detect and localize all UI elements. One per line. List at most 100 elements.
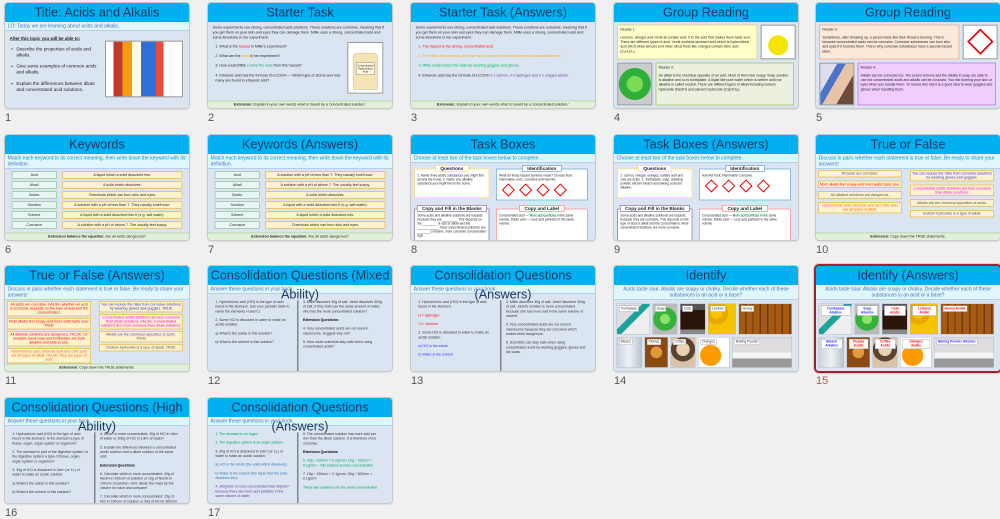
definition-box[interactable]: A solution with a pH of less than 7. The… xyxy=(265,171,386,179)
statement-box[interactable]: Most alkalis feel soapy and most acids t… xyxy=(6,317,91,330)
slide-thumbnail-3[interactable]: Starter Task (Answers)Some experiments u… xyxy=(411,3,595,108)
column-divider xyxy=(500,300,502,371)
slide-subtitle: Match each keyword to its correct meanin… xyxy=(208,153,392,169)
substance-image[interactable]: Bleach xyxy=(616,336,642,368)
substance-image[interactable]: Soap xyxy=(652,303,678,335)
keyword-box[interactable]: Solution xyxy=(214,201,260,209)
statement-box[interactable]: You can reduce the risks from corrosive … xyxy=(98,300,183,313)
substance-image[interactable]: Pickles xyxy=(644,336,668,368)
slide-thumbnail-12[interactable]: Consolidation Questions (Mixed Ability)A… xyxy=(208,266,392,371)
slide-title: Task Boxes (Answers) xyxy=(614,135,798,154)
definition-box[interactable]: A liquid with a solid dissolved into it … xyxy=(62,211,183,219)
keyword-box[interactable]: Acid xyxy=(214,171,260,179)
keyword-box[interactable]: Solute xyxy=(11,191,57,199)
statement-box[interactable]: Sodium hydroxide is a type of alkali. xyxy=(909,209,994,218)
substance-image[interactable]: Pickles Acidic xyxy=(846,336,870,368)
substance-image[interactable]: Lemons Acidic xyxy=(909,303,938,335)
extension-label: Extension: xyxy=(59,365,79,370)
statement-box[interactable]: All acids are corrosive. xyxy=(817,169,902,178)
goggles-gloves-image xyxy=(819,62,855,106)
substance-image[interactable]: Toothpaste Alkaline xyxy=(818,303,852,335)
slide-body: Acid A liquid which a solid dissolves int… xyxy=(5,169,189,240)
statements-left: All acids are corrosive. Most alkalis fee… xyxy=(817,169,902,214)
definition-box[interactable]: A solid which dissolves. xyxy=(62,181,183,189)
substance-image[interactable]: Oranges xyxy=(697,336,730,368)
hazard-symbol-icon xyxy=(519,183,533,197)
substance-image[interactable]: Baking Powder xyxy=(731,336,792,368)
slide-thumbnail-7[interactable]: Keywords (Answers)Match each keyword to … xyxy=(208,135,392,240)
slide-thumbnail-9[interactable]: Task Boxes (Answers)Choose at least two … xyxy=(614,135,798,240)
statements-right: You can reduce the risks from corrosive … xyxy=(98,300,183,352)
statement-box[interactable]: Hydrochloric acid, ethanoic acid and cit… xyxy=(6,347,91,364)
slide-number: 9 xyxy=(614,244,621,256)
substance-image[interactable]: Bleach Alkaline xyxy=(818,336,844,368)
question-item: 3. 30g of HCl is dissolved in 1dm³ (or 1… xyxy=(12,467,80,477)
slide-title: Group Reading xyxy=(614,3,798,22)
question-segment: 1. What is the xyxy=(215,44,239,49)
substance-label: Honey xyxy=(740,305,754,312)
keyword-box[interactable]: Alkali xyxy=(214,181,260,189)
statement-box[interactable]: Concentrated acidic solutions are less c… xyxy=(909,184,994,196)
statement-box[interactable]: Alkalis are the chemical opposites of ac… xyxy=(98,330,183,343)
substance-image[interactable]: Coffee xyxy=(670,336,696,368)
definition-box[interactable]: Chemicals which can burn skin and eyes. xyxy=(62,191,183,199)
statement-box[interactable]: All alkaline solutions are dangerous. xyxy=(817,191,902,199)
substance-image[interactable]: Baking Powder Alkaline xyxy=(933,336,994,368)
statement-box[interactable]: You can reduce the risks from corrosive … xyxy=(909,169,994,182)
statement-box[interactable]: Hydrochloric acid, ethanoic acid and cit… xyxy=(817,201,902,214)
reader-text: Sometimes, after throwing up, a person f… xyxy=(822,35,953,54)
statement-box[interactable]: Most alkalis feel soapy and most acids t… xyxy=(817,180,902,188)
keyword-box[interactable]: Solvent xyxy=(11,211,57,219)
substance-image[interactable]: Honey Acidic xyxy=(940,303,994,335)
substance-image[interactable]: Oranges Acidic xyxy=(899,336,932,368)
substance-image[interactable]: Cola Acidic xyxy=(881,303,908,335)
keyword-box[interactable]: Solvent xyxy=(214,211,260,219)
definition-box[interactable]: A solid which dissolves. xyxy=(265,191,386,199)
question-item: 2. The stomach is part of the digestive … xyxy=(12,449,89,464)
keyword-box[interactable]: Corrosive xyxy=(214,221,260,229)
definition-box[interactable]: A liquid with a solid dissolved into it … xyxy=(265,201,386,209)
slide-thumbnail-17[interactable]: Consolidation Questions (Answers)Answer … xyxy=(208,398,392,503)
task-box-heading: Identification xyxy=(521,164,562,172)
definition-box[interactable]: A solution with a pH of above 7. The usu… xyxy=(265,181,386,189)
statement-box[interactable]: All alkaline solutions are dangerous. FA… xyxy=(6,330,91,347)
keyword-box[interactable]: Solution xyxy=(11,201,57,209)
slide-body: 1. Hydrochloric acid (HCl) is the type o… xyxy=(208,294,392,371)
keyword-box[interactable]: Alkali xyxy=(11,181,57,189)
question-item: 7. 15g ÷ 150cm³ = 0.1g/cm³; 30g ÷ 300cm³… xyxy=(302,471,373,481)
slide-thumbnail-13[interactable]: Consolidation Questions (Answers)Answer … xyxy=(411,266,595,371)
slide-number: 12 xyxy=(208,375,221,387)
keyword-box[interactable]: Solute xyxy=(214,191,260,199)
keyword-box[interactable]: Corrosive xyxy=(11,221,57,229)
substance-image[interactable]: Honey xyxy=(738,303,792,335)
statement-box[interactable]: Sodium hydroxide is a type of alkali. TR… xyxy=(98,343,183,352)
substance-image[interactable]: Soap Alkaline xyxy=(854,303,880,335)
definition-box[interactable]: A liquid which a solid dissolves into. xyxy=(265,211,386,219)
slide-thumbnail-16[interactable]: Consolidation Questions (High Ability)An… xyxy=(5,398,189,503)
question-segment: risks xyxy=(241,53,249,58)
statement-box[interactable]: Concentrated acidic solutions are less c… xyxy=(98,313,183,330)
substance-image[interactable]: Toothpaste xyxy=(616,303,650,335)
definition-box[interactable]: A solution with a pH of less than 7. The… xyxy=(62,201,183,209)
definition-box[interactable]: A solution with a pH of above 7. The usu… xyxy=(62,221,183,229)
definition-box[interactable]: A liquid which a solid dissolves into. xyxy=(62,171,183,179)
substance-image[interactable]: Coffee Acidic xyxy=(872,336,898,368)
slide-number: 10 xyxy=(816,244,829,256)
substance-image[interactable]: Cola xyxy=(679,303,706,335)
extension-text: Are all acids dangerous? xyxy=(105,234,146,239)
keyword-box[interactable]: Acid xyxy=(11,171,57,179)
statement-box[interactable]: Alkalis are the chemical opposites of ac… xyxy=(909,199,994,207)
slide-thumbnail-15[interactable]: Identify (Answers)Acids taste sour. Alka… xyxy=(816,266,1000,371)
slide-thumbnail-11[interactable]: True or False (Answers)Discuss in pairs … xyxy=(5,266,189,371)
definition-box[interactable]: Chemicals which can burn skin and eyes. xyxy=(265,221,386,229)
statement-box[interactable]: All acids are corrosive. FALSE: whether … xyxy=(6,300,91,317)
substance-image[interactable]: Lemons xyxy=(707,303,736,335)
